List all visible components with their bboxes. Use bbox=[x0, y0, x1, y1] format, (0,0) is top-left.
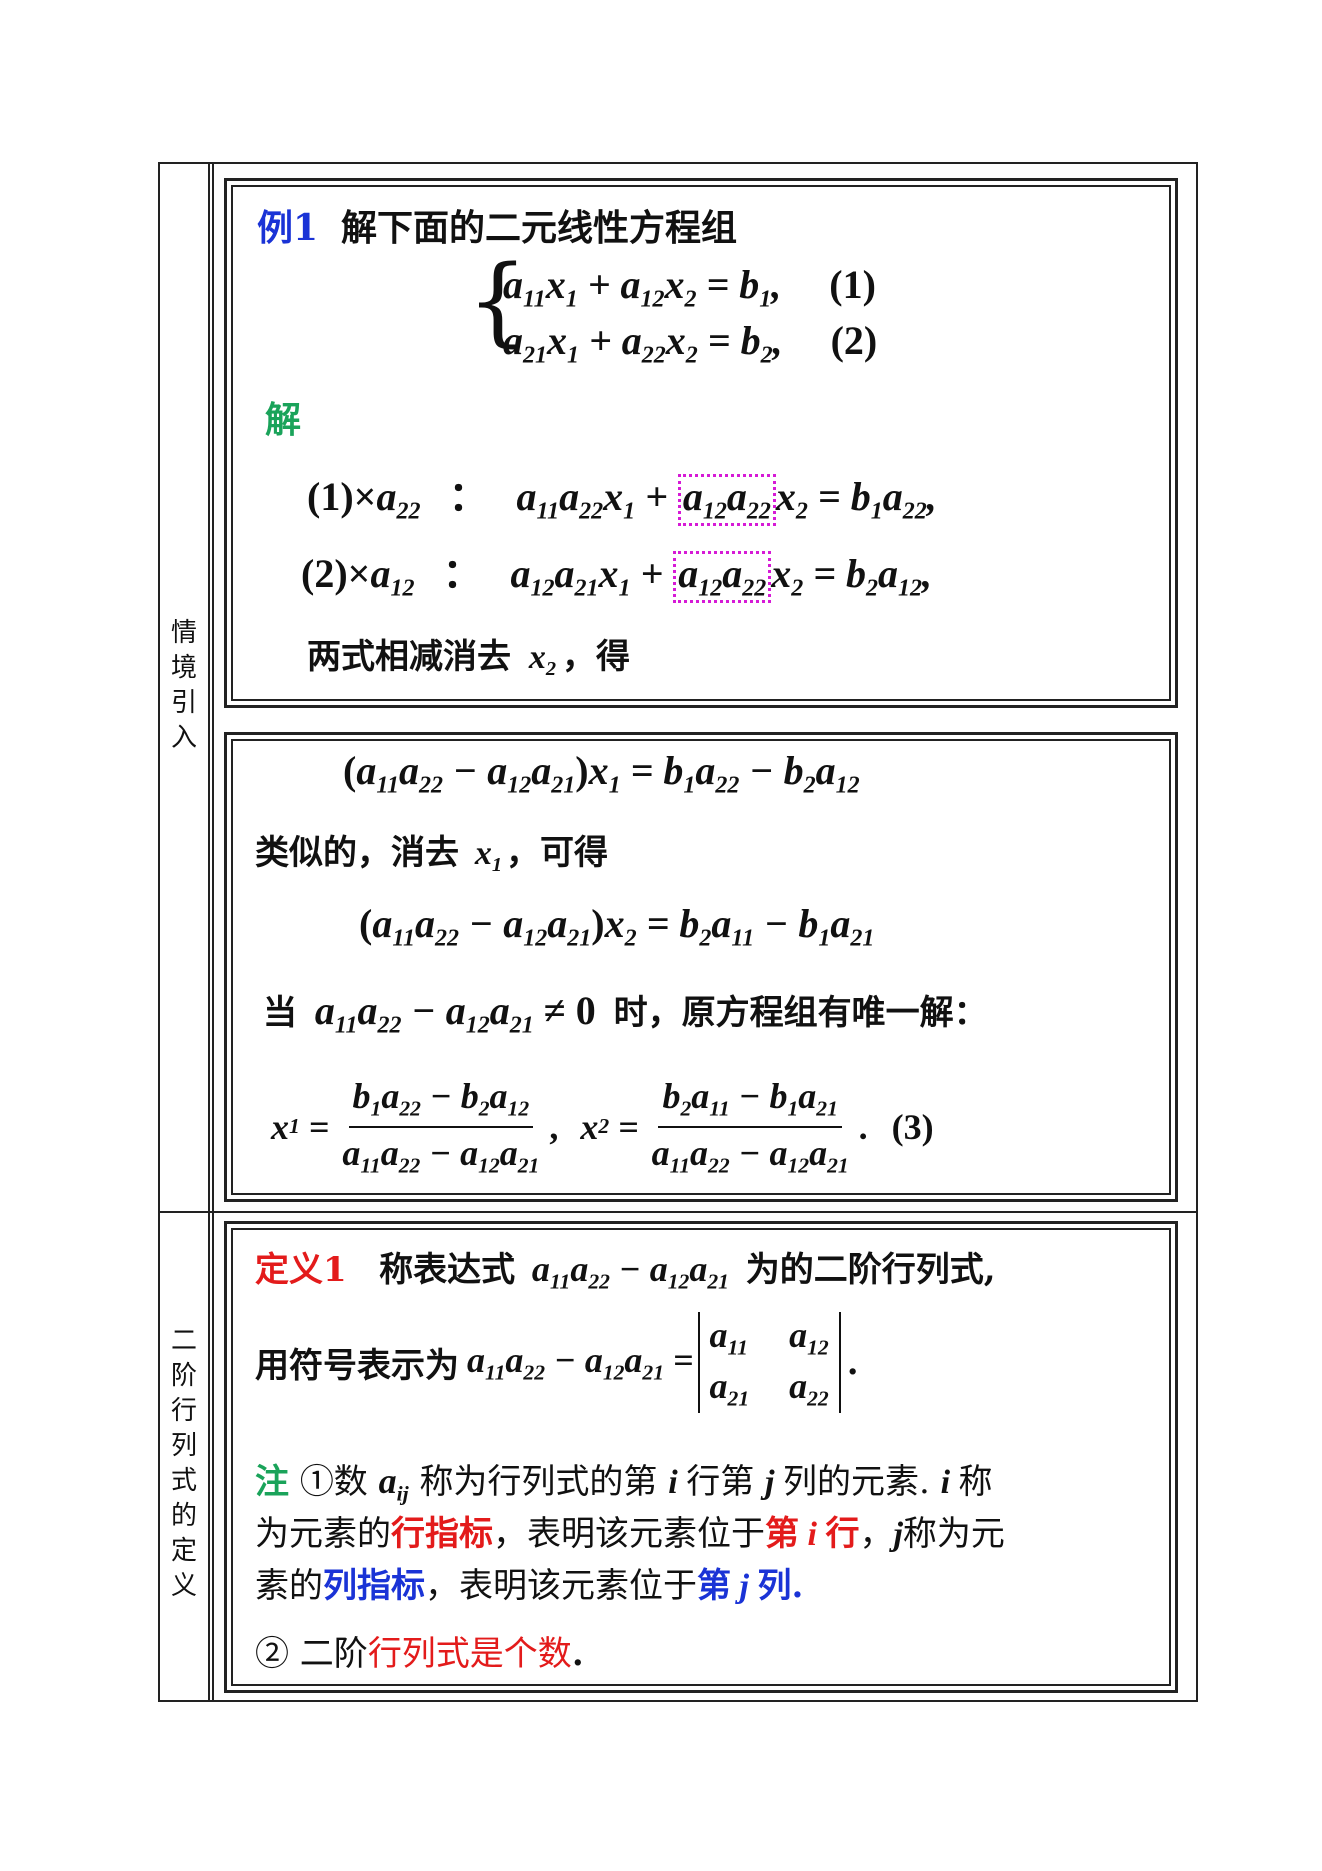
derivation-panel: (a11a22 − a12a21)x1 = b1a22 − b2a12 类似的，… bbox=[224, 732, 1178, 1202]
note-text: 行第 bbox=[686, 1462, 755, 1502]
row-term: 第 bbox=[765, 1514, 799, 1554]
note-line4: ② 二阶行列式是个数. bbox=[255, 1626, 584, 1675]
eq2-tag: (2) bbox=[830, 318, 878, 363]
definition-text2: 用符号表示为 bbox=[255, 1346, 459, 1387]
solution-tag: (3) bbox=[891, 1106, 934, 1147]
side-char: 情 bbox=[170, 618, 197, 648]
solution-label: 解 bbox=[265, 399, 302, 441]
when-prefix: 当 bbox=[263, 993, 297, 1033]
row-term: 行 bbox=[825, 1514, 860, 1554]
side-char: 阶 bbox=[170, 1361, 197, 1391]
note-text: 为元素的 bbox=[255, 1514, 391, 1554]
side-char: 境 bbox=[170, 653, 197, 683]
definition-text1: 称表达式 bbox=[379, 1250, 516, 1290]
note-text: ，表明该元素位于 bbox=[493, 1514, 765, 1554]
note-text: 素的 bbox=[255, 1566, 323, 1606]
example-title: 解下面的二元线性方程组 bbox=[340, 207, 737, 249]
note-text: ，表明该元素位于 bbox=[425, 1566, 697, 1606]
eq1-tag: (1) bbox=[829, 262, 876, 307]
result-x1: (a11a22 − a12a21)x1 = b1a22 − b2a12 bbox=[343, 748, 860, 799]
fraction-x1: b1a22 − b2a12 a11a22 − a12a21 bbox=[342, 1076, 540, 1178]
definition-text1-after: 为的二阶行列式, bbox=[745, 1250, 996, 1290]
step2-prefix: (2)× bbox=[301, 551, 371, 596]
note-text: ， bbox=[859, 1514, 894, 1554]
brace-icon: { bbox=[467, 245, 529, 357]
note-line1: 注 ①数 aij 称为行列式的第 i 行第 j 列的元素. i 称 bbox=[255, 1461, 993, 1506]
note-text: 列的元素. bbox=[782, 1462, 930, 1502]
definition-line1: 定义1 称表达式 a11a22 − a12a21 为的二阶行列式, bbox=[255, 1249, 996, 1294]
similar-line: 类似的，消去 x1，可得 bbox=[255, 833, 609, 877]
side-char: 入 bbox=[170, 723, 197, 753]
note-text: 称为行列式的第 bbox=[419, 1462, 658, 1502]
column-term: 第 bbox=[697, 1566, 731, 1606]
example-heading: 例1 解下面的二元线性方程组 bbox=[257, 199, 737, 251]
column-index-term: 列指标 bbox=[323, 1566, 425, 1606]
result-x2: (a11a22 − a12a21)x2 = b2a11 − b1a21 bbox=[359, 901, 875, 952]
neq-zero: ≠ 0 bbox=[543, 988, 596, 1033]
column-term: 列. bbox=[757, 1566, 804, 1606]
column-divider bbox=[208, 164, 210, 1700]
similar-text-after: ，可得 bbox=[506, 833, 609, 873]
side-label-definition: 二 阶 行 列 式 的 定 义 bbox=[166, 1324, 202, 1604]
side-char: 定 bbox=[170, 1536, 197, 1566]
side-char: 二 bbox=[170, 1326, 197, 1356]
example-label: 例1 bbox=[257, 207, 319, 249]
condition-line: 当 a11a22 − a12a21 ≠ 0 时，原方程组有唯一解： bbox=[263, 988, 988, 1039]
equation-1: a11x1 + a12x2 = b1, (1) bbox=[503, 262, 876, 313]
side-char: 义 bbox=[170, 1571, 197, 1601]
similar-text: 类似的，消去 bbox=[255, 833, 459, 873]
note2-text: ② 二阶 bbox=[255, 1634, 368, 1674]
when-suffix: 时，原方程组有唯一解： bbox=[613, 993, 988, 1033]
content-table: 情 境 引 入 二 阶 行 列 式 的 定 义 例1 解下面的二元线性方程组 {… bbox=[158, 162, 1198, 1702]
step1-prefix: (1)× bbox=[307, 474, 377, 519]
definition-label: 定义1 bbox=[255, 1250, 347, 1290]
side-label-situation: 情 境 引 入 bbox=[166, 616, 202, 756]
equation-2: a21x1 + a22x2 = b2, (2) bbox=[503, 318, 878, 369]
definition-panel: 定义1 称表达式 a11a22 − a12a21 为的二阶行列式, 用符号表示为… bbox=[224, 1221, 1178, 1693]
row-index-term: 行指标 bbox=[391, 1514, 493, 1554]
step1-colon: ： bbox=[448, 474, 489, 519]
column-divider-inner bbox=[212, 164, 214, 1700]
highlight-term-1: a12a22 bbox=[677, 474, 776, 527]
note-line3: 素的列指标，表明该元素位于第 j 列. bbox=[255, 1566, 804, 1606]
subtract-text-after: ，得 bbox=[562, 637, 631, 677]
note-text: 称为元 bbox=[902, 1514, 1005, 1554]
subtract-text: 两式相减消去 bbox=[307, 637, 511, 677]
subtract-line: 两式相减消去 x2，得 bbox=[307, 637, 631, 681]
note2-highlight: 行列式是个数 bbox=[367, 1634, 572, 1674]
side-char: 的 bbox=[170, 1501, 197, 1531]
highlight-term-2: a12a22 bbox=[673, 551, 772, 604]
side-char: 式 bbox=[170, 1466, 197, 1496]
note-line2: 为元素的行指标，表明该元素位于第 i 行，j称为元 bbox=[255, 1514, 1005, 1554]
note2-end: . bbox=[571, 1634, 584, 1674]
note-label: 注 bbox=[255, 1462, 289, 1502]
example-panel: 例1 解下面的二元线性方程组 { a11x1 + a12x2 = b1, (1)… bbox=[224, 178, 1178, 708]
fraction-x2: b2a11 − b1a21 a11a22 − a12a21 bbox=[651, 1076, 849, 1178]
side-char: 引 bbox=[170, 688, 197, 718]
row-divider bbox=[160, 1211, 1196, 1213]
note-text: 称 bbox=[958, 1462, 993, 1502]
step2-colon: ： bbox=[442, 551, 483, 596]
side-char: 行 bbox=[170, 1396, 197, 1426]
note-text: ①数 bbox=[299, 1462, 368, 1502]
side-char: 列 bbox=[170, 1431, 197, 1461]
